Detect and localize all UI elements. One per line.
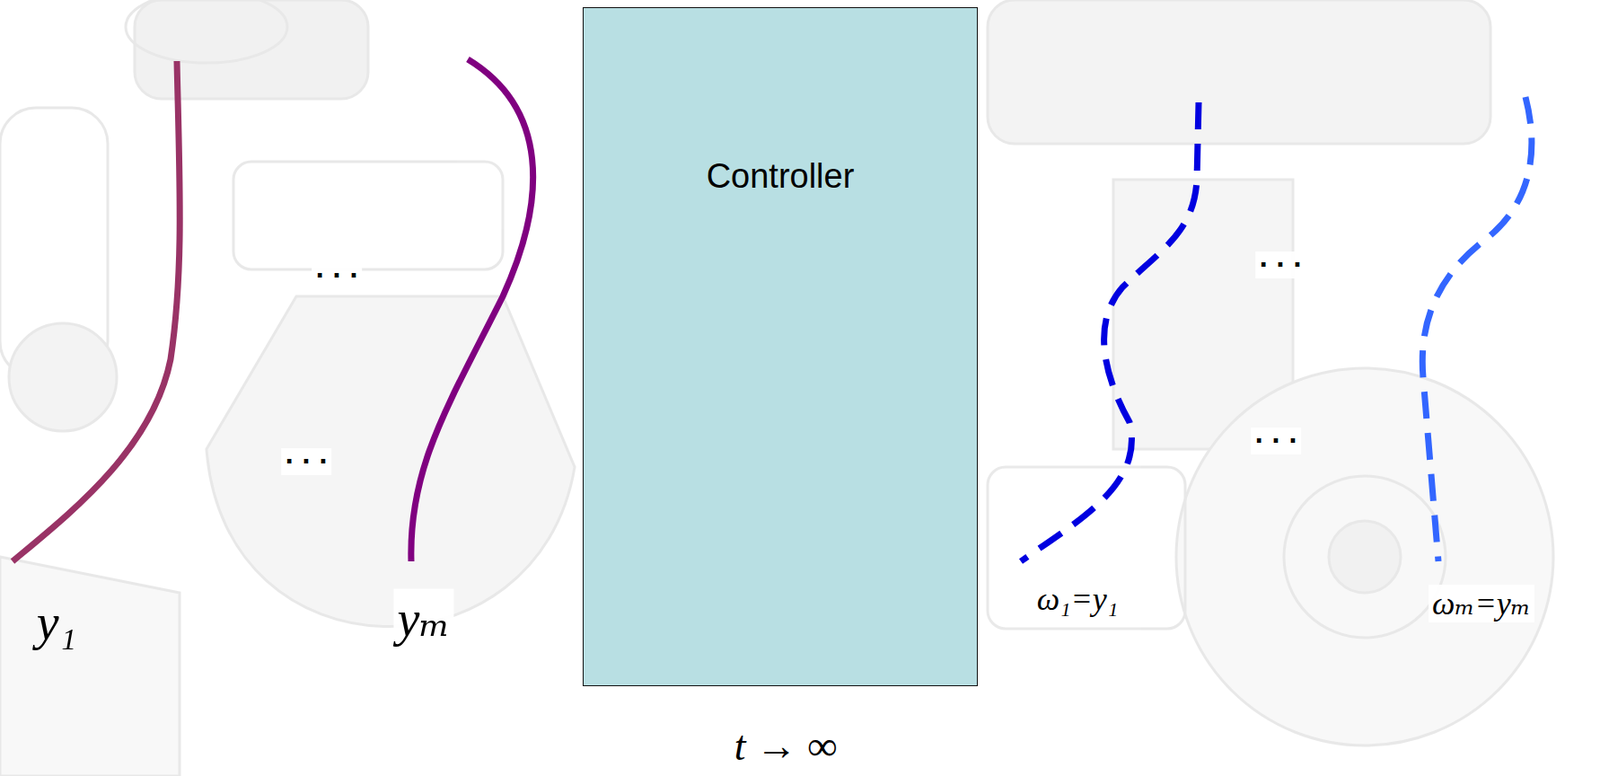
- controller-box: Controller: [582, 7, 978, 686]
- model-wire: [1422, 96, 1532, 562]
- output-wire: [411, 59, 534, 562]
- model-wire: [1020, 102, 1199, 562]
- signal-equation: ωₘ=yₘ: [1428, 584, 1535, 623]
- ellipsis: · · ·: [311, 262, 362, 290]
- signal-name: y₁: [33, 593, 80, 651]
- output-wire: [12, 61, 180, 562]
- ellipsis: · · ·: [1250, 427, 1302, 455]
- ellipsis: · · ·: [281, 448, 332, 475]
- time-limit: t → ∞: [730, 721, 842, 770]
- signal-equation: ω₁=y₁: [1033, 580, 1123, 618]
- ellipsis: · · ·: [1255, 251, 1306, 279]
- box-title: Controller: [706, 157, 855, 196]
- signal-name: yₘ: [393, 589, 454, 648]
